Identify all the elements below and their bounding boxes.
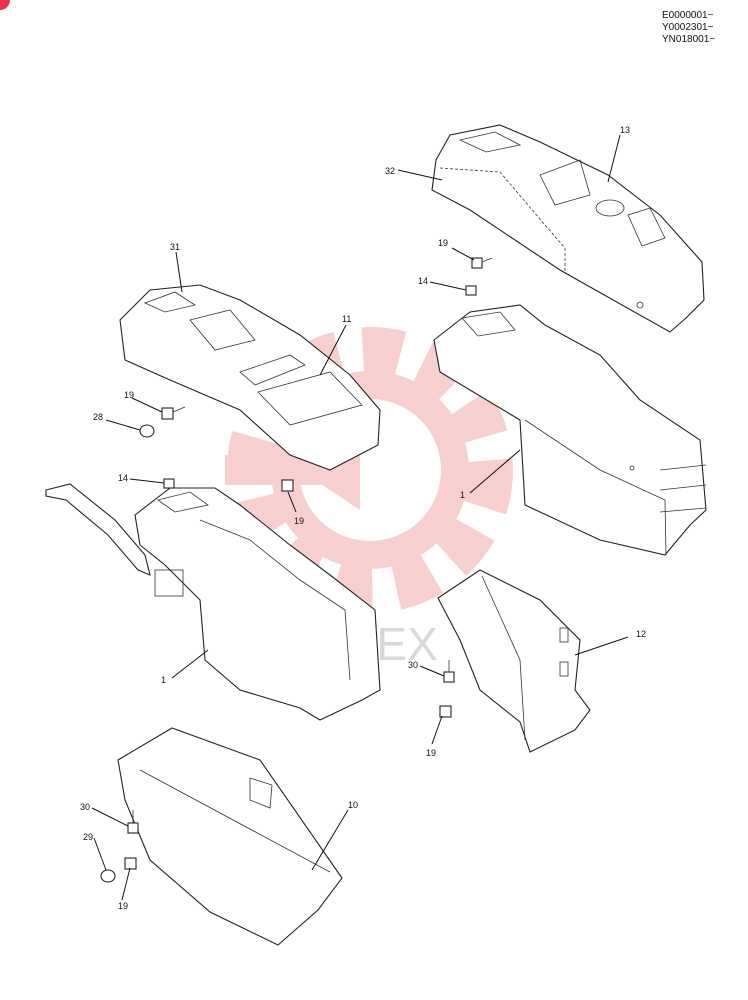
bolt-icon	[124, 857, 137, 870]
console-frame-left	[45, 483, 381, 721]
cap-icon	[100, 869, 116, 883]
bolt-icon	[161, 406, 186, 420]
callout-31: 31	[170, 242, 180, 252]
callout-30: 30	[408, 660, 418, 670]
callout-32: 32	[385, 166, 395, 176]
callout-28: 28	[93, 412, 103, 422]
serial-line-3: YN018001~	[662, 34, 716, 45]
callout-labels: 13 32 19 14 31 11 19 28 19 14 1 1 12 30 …	[80, 125, 646, 911]
callout-19: 19	[426, 748, 436, 758]
nut-icon	[163, 478, 175, 489]
screw-icon	[443, 660, 455, 683]
callout-19: 19	[438, 238, 448, 248]
cap-icon	[139, 424, 155, 438]
fasteners	[100, 257, 493, 883]
bolt-icon	[471, 257, 493, 269]
callout-14: 14	[418, 276, 428, 286]
callout-19: 19	[294, 516, 304, 526]
console-frame-right	[433, 304, 707, 556]
callout-11: 11	[342, 314, 351, 324]
corner-badge	[0, 0, 10, 10]
callout-19: 19	[124, 390, 134, 400]
console-cover-upper-right	[431, 124, 705, 333]
screw-icon	[127, 810, 139, 834]
callout-1: 1	[161, 675, 166, 685]
callout-12: 12	[636, 629, 646, 639]
callout-19: 19	[118, 901, 128, 911]
side-cover-lower	[117, 727, 343, 946]
serial-line-2: Y0002301~	[662, 22, 714, 33]
bolt-icon	[439, 705, 452, 718]
side-cover-right	[437, 569, 591, 753]
callout-10: 10	[348, 800, 358, 810]
serial-range-block: E0000001~ Y0002301~ YN018001~	[662, 10, 746, 46]
callout-14: 14	[118, 473, 128, 483]
callout-30: 30	[80, 802, 90, 812]
callout-1: 1	[460, 490, 465, 500]
callout-29: 29	[83, 832, 93, 842]
callout-13: 13	[620, 125, 630, 135]
leader-lines	[91, 134, 629, 901]
serial-line-1: E0000001~	[662, 10, 714, 21]
nut-icon	[465, 285, 477, 296]
console-cover-left	[119, 284, 381, 471]
bolt-icon	[281, 479, 294, 492]
